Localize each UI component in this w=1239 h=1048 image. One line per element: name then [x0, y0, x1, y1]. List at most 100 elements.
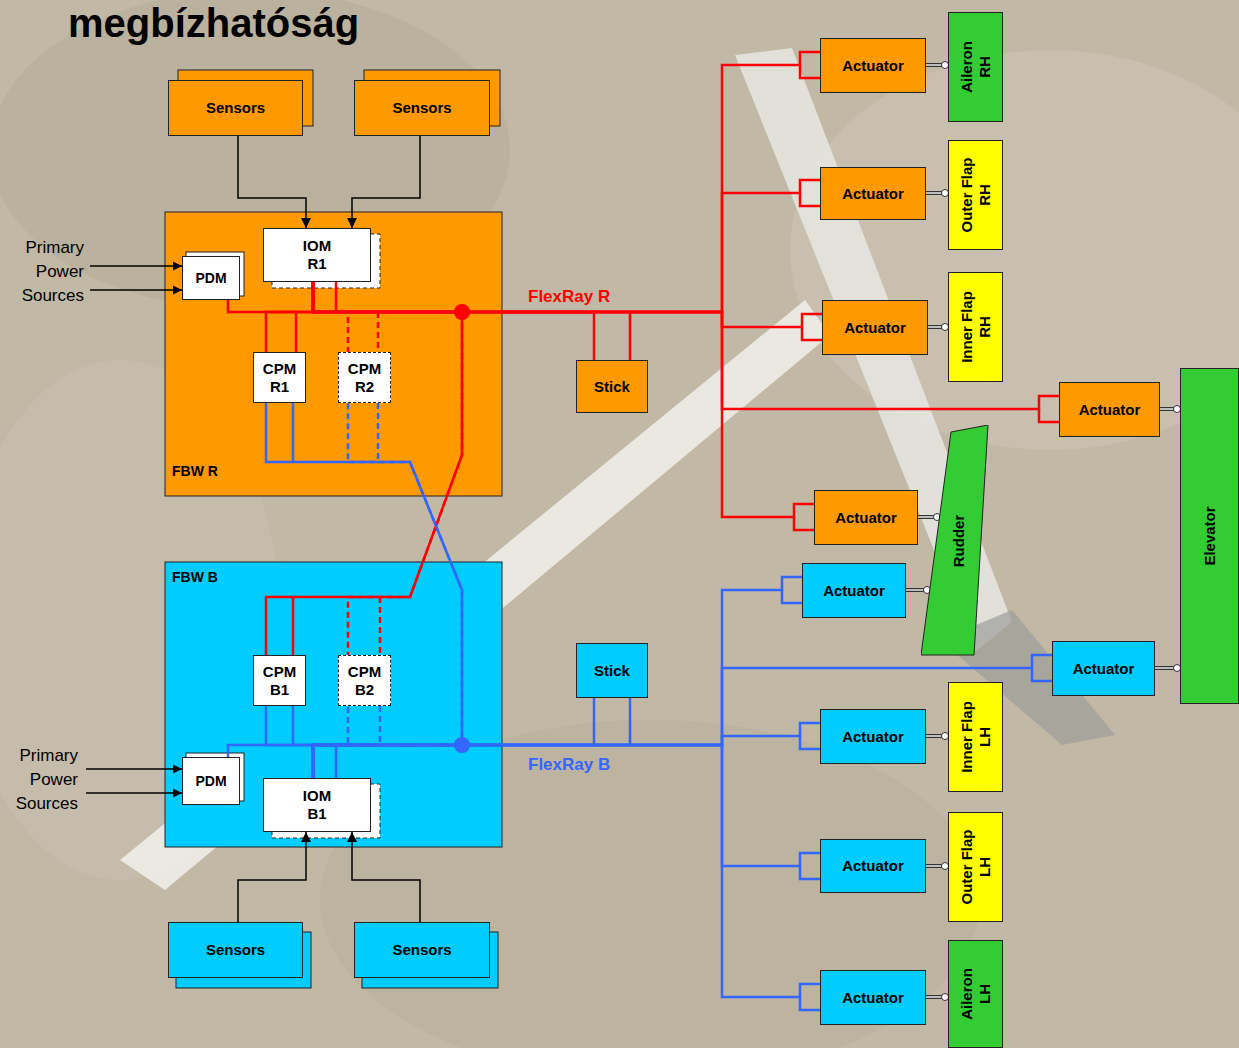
bus-junction-dot — [454, 737, 470, 753]
bus-connector — [228, 282, 313, 312]
label-holder: FlexRay B — [528, 753, 610, 777]
control-surface: Inner Flap RH — [948, 272, 1003, 382]
box-label: Actuator — [844, 319, 906, 337]
box-label: Inner Flap LH — [958, 693, 994, 781]
box-label: CPM B1 — [263, 663, 296, 699]
bus-wire — [1032, 668, 1052, 681]
bus-connector — [313, 282, 814, 517]
power-arrow — [90, 265, 182, 267]
box-label: Actuator — [823, 582, 885, 600]
box-label: PDM — [195, 773, 226, 790]
bus-connector — [266, 282, 462, 655]
control-surface: Outer Flap LH — [948, 812, 1003, 922]
bus-wires — [293, 65, 1059, 1010]
bus-wire — [800, 65, 820, 78]
control-surface: Rudder — [921, 425, 990, 657]
actuator-box: Actuator — [820, 970, 926, 1025]
cpm-module: CPM B1 — [253, 655, 306, 706]
label-holder: Primary Power Sources — [10, 236, 84, 308]
edge-group — [228, 52, 1180, 997]
control-surface: Elevator — [1180, 368, 1239, 704]
bus-connector — [266, 403, 462, 778]
box-label: Actuator — [835, 509, 897, 527]
box-label: IOM R1 — [303, 237, 331, 273]
cpm-module: CPM R1 — [253, 352, 306, 403]
box-label: Aileron RH — [958, 34, 994, 100]
actuator-box: Actuator — [820, 839, 926, 893]
sensor-box: Sensors — [168, 80, 303, 136]
box-label: FBW B — [172, 569, 218, 586]
bus-wire — [379, 597, 382, 655]
actuator-box: Actuator — [820, 709, 926, 764]
iom-module: IOM B1 — [263, 778, 371, 832]
box-label: PDM — [195, 270, 226, 287]
power-arrow — [86, 792, 182, 794]
box-label: Sensors — [392, 941, 451, 959]
actuator-box: Actuator — [1052, 641, 1155, 696]
bus-wire — [800, 866, 820, 879]
box-label: Actuator — [1079, 401, 1141, 419]
control-surface: Aileron RH — [948, 12, 1003, 122]
box-label: Rudder — [950, 515, 968, 568]
bus-label: FlexRay B — [528, 753, 610, 777]
control-surface: Outer Flap RH — [948, 140, 1003, 250]
bus-connector — [313, 403, 462, 778]
cpm-module: CPM B2 — [338, 655, 391, 706]
sensor-arrow — [352, 832, 420, 922]
sensor-box: Sensors — [354, 922, 490, 978]
box-label: Actuator — [1073, 660, 1135, 678]
bus-connector — [313, 723, 820, 778]
box-label: Aileron LH — [958, 961, 994, 1027]
linkage-detail-group — [906, 62, 1181, 1001]
unit-panel — [165, 212, 502, 496]
sensor-arrow — [238, 136, 306, 228]
underlay-group — [165, 70, 502, 988]
label-holder: Primary Power Sources — [4, 744, 78, 816]
control-stick: Stick — [576, 360, 648, 413]
box-label: Outer Flap RH — [958, 151, 994, 239]
actuator-box: Actuator — [1059, 382, 1160, 437]
bus-wire — [1039, 409, 1059, 422]
title-holder: megbízhatóság — [68, 0, 359, 46]
bus-junction-dot — [454, 304, 470, 320]
box-label: Actuator — [842, 185, 904, 203]
bus-wire — [802, 327, 822, 340]
surface-shape — [921, 425, 988, 655]
box-label: Sensors — [206, 99, 265, 117]
box-label: FBW R — [172, 463, 218, 480]
bus-wire — [629, 698, 632, 745]
power-arrows — [86, 266, 182, 793]
bus-connector — [313, 52, 820, 312]
bus-connector — [313, 180, 820, 312]
fbw-unit: FBW R PDM IOM R1 CPM R1 CPM R2 — [165, 212, 502, 496]
box-label: IOM B1 — [303, 787, 331, 823]
bus-wire — [800, 997, 820, 1010]
bus-wire — [335, 282, 338, 312]
control-surface: Inner Flap LH — [948, 682, 1003, 792]
bus-wire — [782, 590, 802, 603]
box-label: Actuator — [842, 728, 904, 746]
control-stick: Stick — [576, 643, 648, 698]
actuator-box: Actuator — [822, 300, 928, 355]
label-holder: FlexRay R — [528, 285, 610, 309]
power-arrow — [90, 289, 182, 291]
actuator-box: Actuator — [802, 563, 906, 618]
bus-wire — [295, 312, 298, 352]
bus-wire — [800, 736, 820, 749]
bus-wire — [629, 312, 632, 360]
bus-wire — [292, 706, 295, 745]
box-label: Inner Flap RH — [958, 283, 994, 371]
box-label: CPM B2 — [348, 663, 381, 699]
box-label: Sensors — [392, 99, 451, 117]
iom-module: IOM R1 — [263, 228, 371, 282]
bus-wire — [379, 706, 382, 745]
bus-connector — [313, 745, 820, 997]
bus-wire — [292, 403, 295, 462]
sensor-box: Sensors — [168, 922, 303, 978]
cpm-module: CPM R2 — [338, 352, 391, 403]
box-label: Actuator — [842, 57, 904, 75]
box-label: Stick — [594, 378, 630, 396]
